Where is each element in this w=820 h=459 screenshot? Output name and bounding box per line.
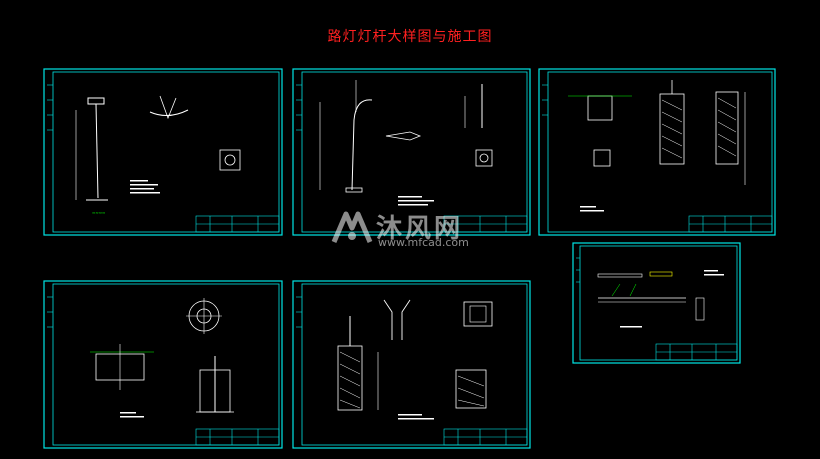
mfcad-logo-icon <box>331 211 373 243</box>
sheet-6[interactable] <box>572 242 741 364</box>
sheet-4[interactable] <box>43 280 283 449</box>
sheet-2[interactable] <box>292 68 531 236</box>
sheet-3[interactable] <box>538 68 776 236</box>
sheet-1[interactable]: ≈≈≈≈ <box>43 68 283 236</box>
sheet-5[interactable] <box>292 280 531 449</box>
svg-text:≈≈≈≈: ≈≈≈≈ <box>92 210 105 215</box>
watermark-brand: 沐风网 <box>376 214 464 244</box>
watermark-url: www.mfcad.com <box>378 236 469 249</box>
watermark: 沐风网 www.mfcad.com <box>330 206 500 250</box>
drawing-title: 路灯灯杆大样图与施工图 <box>327 29 493 45</box>
